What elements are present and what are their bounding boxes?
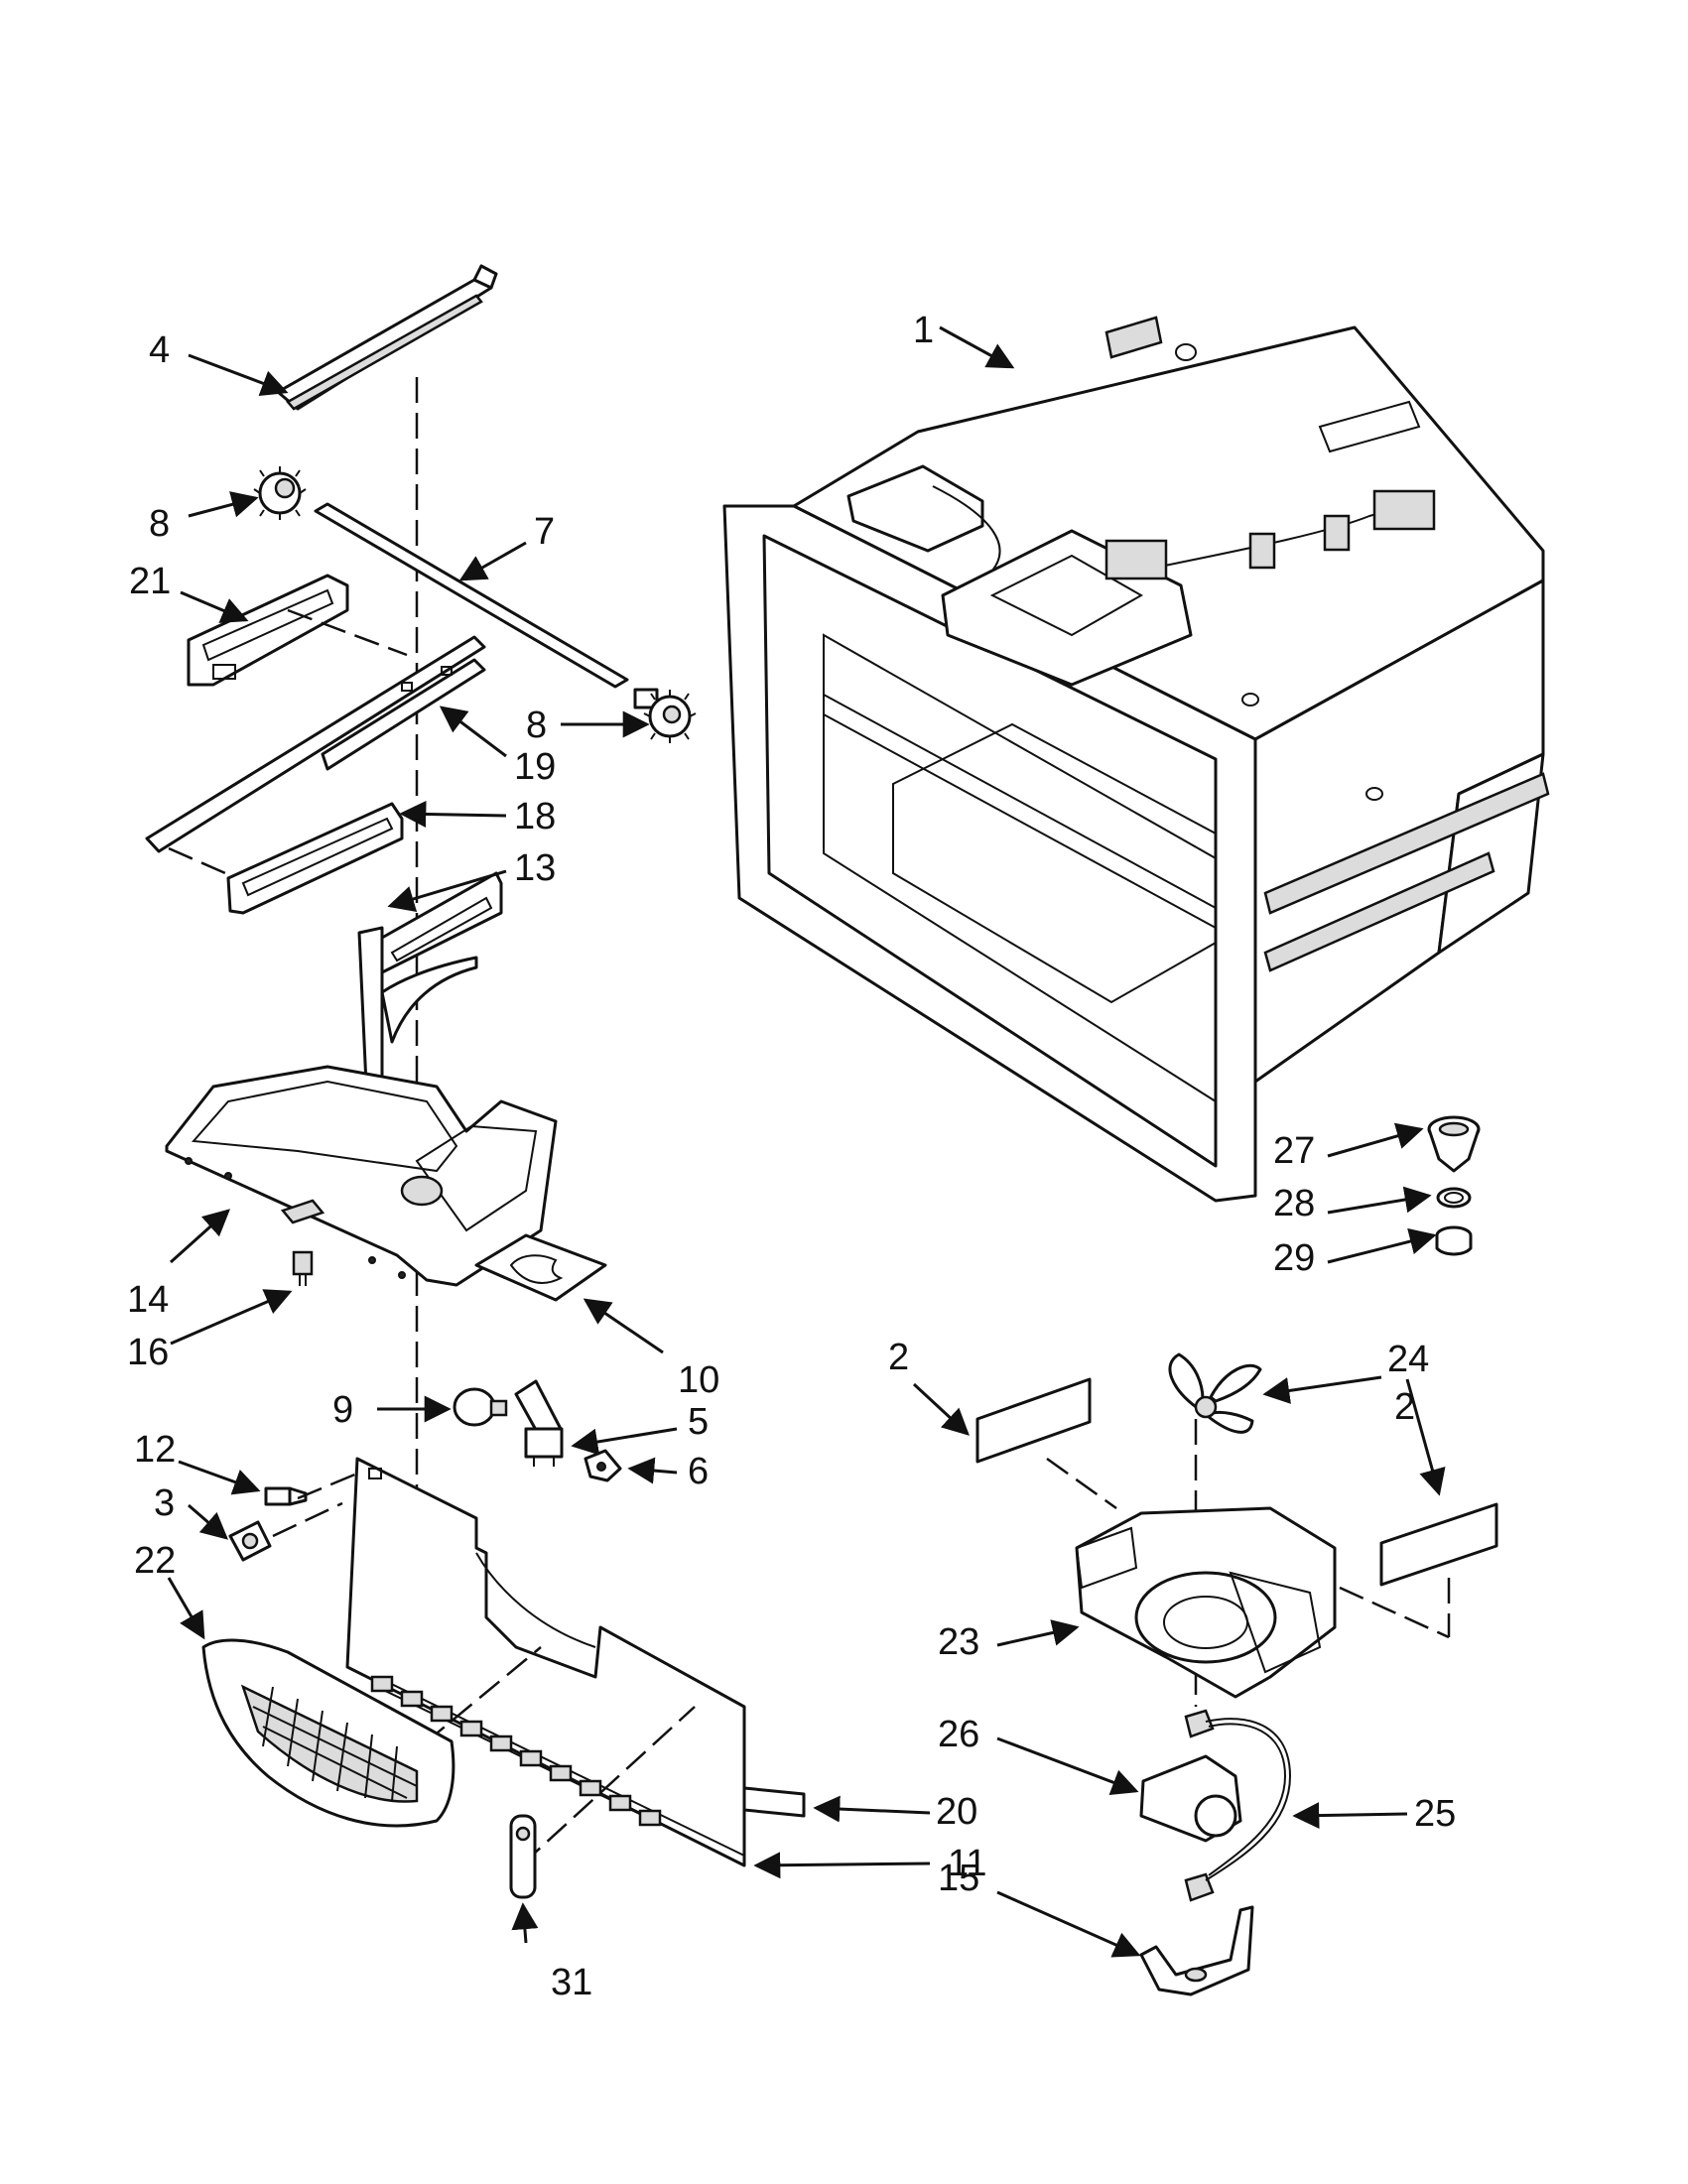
callout-8-lower: 8	[526, 705, 547, 746]
assembly-line-2a	[1046, 1457, 1117, 1510]
callout-23: 23	[938, 1621, 979, 1663]
part-19-rail	[145, 635, 486, 853]
callout-29: 29	[1273, 1237, 1315, 1279]
callout-8-top: 8	[149, 503, 170, 545]
callout-3: 3	[154, 1482, 175, 1524]
part-9-bulb	[453, 1387, 508, 1427]
part-31-clip	[509, 1814, 537, 1899]
callout-19: 19	[514, 746, 556, 788]
part-18-slide	[226, 802, 404, 915]
part-1-freezer-liner	[722, 316, 1550, 1203]
part-27-cup	[1427, 1115, 1481, 1173]
assembly-line-12	[297, 1467, 370, 1500]
callout-9: 9	[332, 1389, 353, 1431]
callout-6: 6	[688, 1451, 709, 1492]
callout-7: 7	[534, 511, 555, 553]
callout-10: 10	[678, 1359, 719, 1401]
part-2-foam-right	[1379, 1502, 1498, 1587]
part-3-bracket	[228, 1520, 272, 1562]
assembly-line-21	[287, 608, 408, 657]
part-2-foam-left	[975, 1377, 1092, 1464]
part-10-label	[474, 1233, 607, 1302]
assembly-line-31	[520, 1706, 696, 1866]
callout-25: 25	[1414, 1793, 1456, 1835]
part-26-fan-motor	[1139, 1709, 1242, 1902]
callout-27: 27	[1273, 1130, 1315, 1172]
callout-2-right: 2	[1394, 1386, 1415, 1428]
callout-22: 22	[134, 1540, 176, 1582]
callout-21: 21	[129, 561, 171, 602]
part-7-shaft	[314, 502, 629, 689]
part-11-rear-panel	[345, 1457, 746, 1867]
part-20-strip	[742, 1786, 806, 1818]
callout-18: 18	[514, 796, 556, 837]
part-28-ring	[1436, 1187, 1472, 1209]
part-24-fan-blade	[1168, 1352, 1262, 1434]
part-23-fan-housing	[1075, 1506, 1337, 1699]
callout-26: 26	[938, 1714, 979, 1755]
callout-12: 12	[134, 1429, 176, 1471]
part-14-drawer-base	[165, 1065, 558, 1287]
part-4-slide-rail	[276, 264, 498, 411]
callout-2-left: 2	[888, 1337, 909, 1378]
leader-lines	[167, 325, 1446, 1958]
assembly-line-3	[272, 1501, 343, 1538]
part-12-screw	[264, 1486, 308, 1506]
callout-14: 14	[127, 1279, 169, 1321]
callout-15: 15	[938, 1858, 979, 1899]
assembly-line-2c	[1339, 1586, 1450, 1639]
callout-24: 24	[1387, 1339, 1429, 1380]
callout-28: 28	[1273, 1183, 1315, 1224]
callout-16: 16	[127, 1332, 169, 1373]
part-13-side-bracket	[357, 871, 503, 1108]
part-25-wire	[1205, 1718, 1292, 1881]
callout-31: 31	[551, 1962, 592, 2003]
part-5-socket	[514, 1379, 564, 1467]
part-6-cap	[584, 1449, 622, 1482]
part-8-gear-top	[253, 466, 307, 520]
part-22-grille	[201, 1638, 455, 1828]
part-15-bracket	[1139, 1905, 1254, 1996]
part-8-gear-lower	[633, 688, 697, 743]
callout-11: 11	[948, 1843, 986, 1884]
callout-5: 5	[688, 1401, 709, 1443]
part-21-bracket	[187, 574, 349, 687]
assembly-line-22	[396, 1646, 542, 1767]
callout-1: 1	[913, 310, 934, 351]
callout-13: 13	[514, 847, 556, 889]
part-16-switch	[292, 1250, 314, 1286]
callout-4: 4	[149, 329, 170, 371]
callout-20: 20	[936, 1791, 977, 1833]
part-29-pad	[1435, 1225, 1473, 1256]
